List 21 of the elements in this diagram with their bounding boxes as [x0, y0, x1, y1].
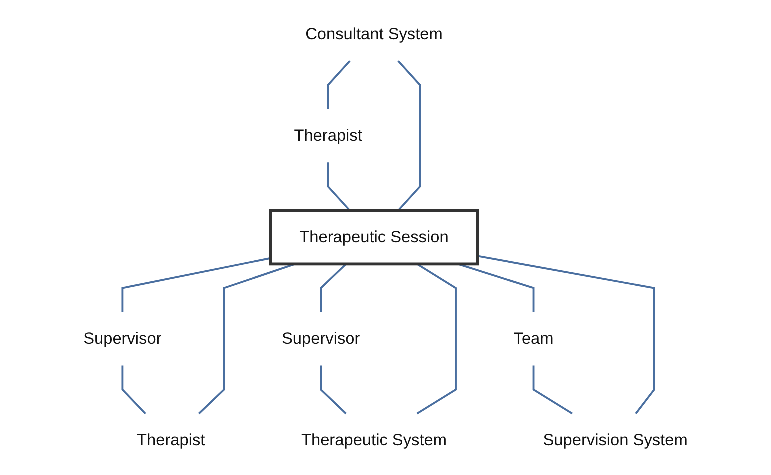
node-text: Supervisor	[282, 330, 360, 348]
connector	[198, 263, 296, 415]
node-text: Therapeutic System	[301, 431, 447, 450]
node-text: Supervision System	[543, 431, 688, 450]
connector	[397, 60, 421, 212]
node-text: Consultant System	[305, 25, 443, 44]
node-text: Therapist	[294, 126, 362, 145]
connector	[122, 257, 271, 312]
connector	[416, 263, 457, 415]
connector	[122, 366, 146, 415]
connector	[327, 60, 351, 110]
connector	[458, 263, 534, 312]
connector	[320, 366, 347, 415]
connector	[320, 264, 347, 312]
connector	[477, 255, 656, 414]
node-box: Therapeutic Session	[269, 209, 479, 266]
connector	[532, 366, 573, 415]
connector	[327, 162, 351, 212]
node-text: Therapist	[136, 431, 206, 450]
node-text: Supervisor	[83, 330, 162, 348]
node-text: Team	[514, 330, 554, 348]
